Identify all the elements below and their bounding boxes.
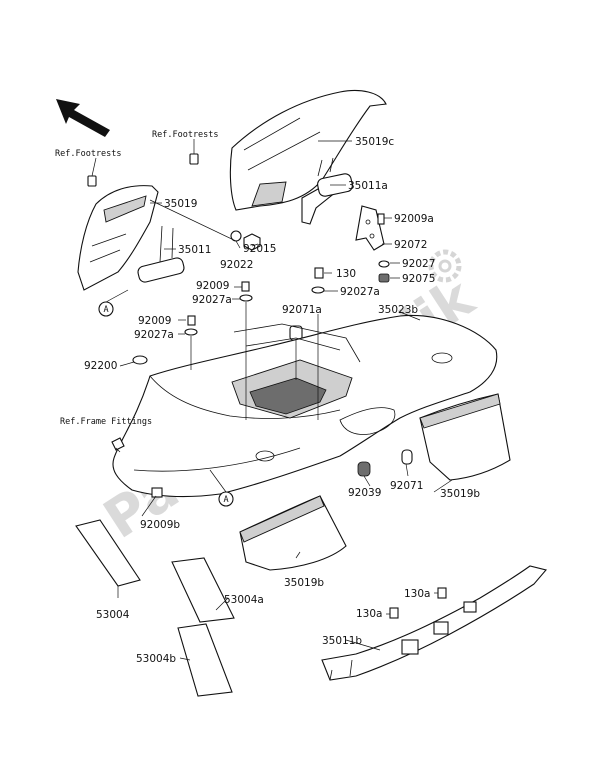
part-92027 — [378, 260, 390, 268]
label-130a-2: 130a — [356, 608, 382, 620]
part-92009-mid — [187, 315, 196, 326]
part-frame-fitting — [111, 437, 125, 451]
leader-lines — [91, 139, 453, 661]
part-92009-top — [241, 281, 250, 292]
label-35019b-bottom: 35019b — [284, 577, 324, 589]
part-92200 — [132, 355, 148, 365]
svg-text:A: A — [103, 305, 108, 315]
part-92027a-top — [239, 294, 253, 302]
part-130 — [314, 267, 324, 279]
part-92027a-mid — [184, 328, 198, 336]
label-92009a: 92009a — [394, 213, 434, 225]
part-92075 — [378, 273, 390, 283]
watermark-gear-icon — [428, 249, 462, 283]
label-35019b-right: 35019b — [440, 488, 480, 500]
label-35011b: 35011b — [322, 635, 362, 647]
ref-footrests-top: Ref.Footrests — [152, 130, 219, 140]
label-35011a: 35011a — [348, 180, 388, 192]
label-92027a-mid: 92027a — [134, 329, 174, 341]
label-53004: 53004 — [96, 609, 130, 621]
part-130a-2 — [389, 607, 399, 619]
label-92039: 92039 — [348, 487, 381, 499]
part-35019b-bottom — [239, 495, 347, 571]
label-92027a-top: 92027a — [192, 294, 232, 306]
label-92027a-right: 92027a — [340, 286, 380, 298]
label-130: 130 — [336, 268, 356, 280]
part-35019 — [77, 185, 159, 291]
part-92071 — [401, 449, 413, 465]
part-bolt-top-ref — [189, 153, 199, 165]
part-92072 — [355, 205, 385, 251]
part-53004b — [177, 623, 233, 697]
label-53004b: 53004b — [136, 653, 176, 665]
svg-text:A: A — [223, 495, 228, 505]
label-35023b: 35023b — [378, 304, 418, 316]
part-35019c — [229, 89, 387, 211]
part-92027a-top-right — [311, 286, 325, 294]
label-92009b: 92009b — [140, 519, 180, 531]
ref-frame-fittings: Ref.Frame Fittings — [60, 417, 152, 427]
label-35019c: 35019c — [355, 136, 394, 148]
label-130a-1: 130a — [404, 588, 430, 600]
label-92009-top: 92009 — [196, 280, 229, 292]
label-35019: 35019 — [164, 198, 197, 210]
label-92200: 92200 — [84, 360, 117, 372]
part-bolt-left-ref — [87, 175, 97, 187]
part-130a-1 — [437, 587, 447, 599]
part-35023b — [112, 314, 498, 498]
ref-footrests-left: Ref.Footrests — [55, 149, 122, 159]
marker-a-bottom: A — [218, 491, 234, 507]
part-92015 — [243, 233, 261, 251]
part-35011 — [137, 225, 185, 283]
part-92009a — [377, 213, 385, 225]
label-92015: 92015 — [243, 243, 276, 255]
part-53004 — [75, 519, 141, 587]
part-53004a — [171, 557, 235, 623]
label-92071a: 92071a — [282, 304, 322, 316]
label-53004a: 53004a — [224, 594, 264, 606]
part-92009b — [151, 487, 163, 498]
label-92027: 92027 — [402, 258, 435, 270]
label-92022: 92022 — [220, 259, 253, 271]
label-92009-mid: 92009 — [138, 315, 171, 327]
marker-a-left: A — [98, 301, 114, 317]
label-92071: 92071 — [390, 480, 423, 492]
part-92039 — [357, 461, 371, 477]
part-35011b — [321, 565, 547, 681]
label-35011: 35011 — [178, 244, 211, 256]
part-35019b-right — [419, 393, 511, 481]
direction-arrow-icon — [56, 99, 110, 137]
label-92072: 92072 — [394, 239, 427, 251]
label-92075: 92075 — [402, 273, 435, 285]
